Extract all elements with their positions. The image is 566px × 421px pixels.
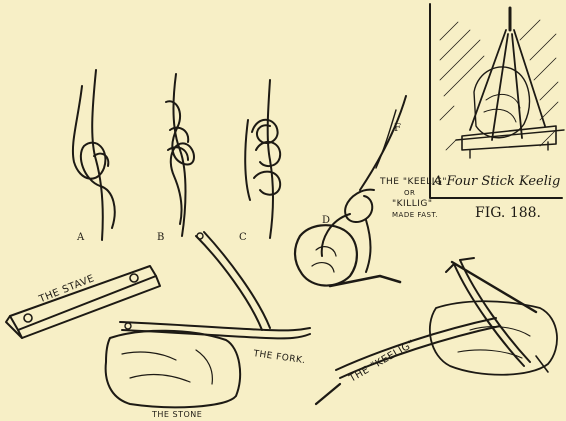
made-fast-line2-label: OR (404, 190, 415, 197)
fork-drawing (120, 232, 310, 338)
inset-frame (430, 4, 562, 198)
keelig-made-fast-drawing (295, 96, 406, 286)
knot-b-drawing (166, 74, 194, 236)
knot-d-label: D (322, 216, 330, 226)
knot-b-label: B (157, 233, 164, 243)
knot-c-drawing (245, 80, 280, 238)
knot-f-label: F (394, 124, 401, 134)
four-stick-keelig-label: A Four Stick Keelig (433, 175, 560, 188)
figure-number-label: FIG. 188. (475, 206, 541, 220)
stone-drawing (106, 331, 240, 408)
made-fast-line3-label: "KILLIG" (392, 200, 433, 209)
four-stick-keelig-drawing (456, 8, 564, 158)
knot-c-label: C (239, 233, 247, 243)
made-fast-line1-label: THE "KEELIG" (380, 178, 447, 187)
stone-label: THE STONE (152, 411, 202, 419)
inset-hatching (440, 20, 558, 150)
made-fast-line4-label: MADE FAST. (392, 212, 438, 219)
knot-a-label: A (77, 233, 84, 243)
knot-a-drawing (73, 70, 115, 240)
